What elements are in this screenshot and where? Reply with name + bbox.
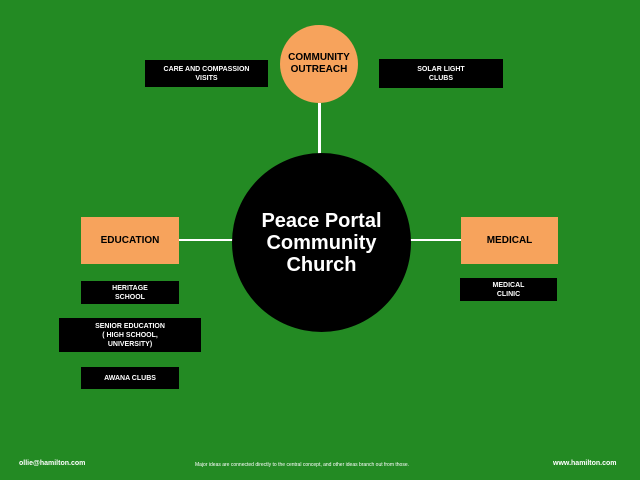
minor-node-heritage-school[interactable]: HERITAGE SCHOOL — [81, 281, 179, 304]
minor-node-medical-clinic[interactable]: MEDICAL CLINIC — [460, 278, 557, 301]
major-node-medical[interactable]: MEDICAL — [461, 217, 558, 264]
footer-email: ollie@hamilton.com — [19, 460, 86, 467]
minor-node-label: HERITAGE SCHOOL — [112, 284, 148, 301]
minor-node-senior-education[interactable]: SENIOR EDUCATION ( HIGH SCHOOL, UNIVERSI… — [59, 318, 201, 352]
central-concept-label: Peace Portal Community Church — [261, 209, 382, 276]
major-node-education[interactable]: EDUCATION — [81, 217, 179, 264]
central-concept-node[interactable]: Peace Portal Community Church — [232, 153, 411, 332]
major-node-label: COMMUNITY OUTREACH — [288, 52, 350, 75]
minor-node-label: CARE AND COMPASSION VISITS — [163, 65, 250, 82]
major-node-label: MEDICAL — [486, 235, 533, 246]
minor-node-solar-light-clubs[interactable]: SOLAR LIGHT CLUBS — [379, 59, 503, 88]
minor-node-label: SENIOR EDUCATION ( HIGH SCHOOL, UNIVERSI… — [95, 322, 165, 348]
footer-note: Major ideas are connected directly to th… — [195, 462, 410, 468]
minor-node-label: SOLAR LIGHT CLUBS — [417, 65, 465, 82]
major-node-community-outreach[interactable]: COMMUNITY OUTREACH — [280, 25, 358, 103]
major-node-label: EDUCATION — [100, 235, 160, 246]
minor-node-label: MEDICAL CLINIC — [492, 281, 525, 298]
minor-node-care-and-compassion[interactable]: CARE AND COMPASSION VISITS — [145, 60, 268, 87]
footer-website: www.hamilton.com — [553, 460, 617, 467]
connector-medical — [410, 239, 461, 241]
connector-outreach — [318, 103, 321, 154]
connector-education — [179, 239, 234, 241]
minor-node-awana-clubs[interactable]: AWANA CLUBS — [81, 367, 179, 389]
minor-node-label: AWANA CLUBS — [104, 374, 156, 382]
